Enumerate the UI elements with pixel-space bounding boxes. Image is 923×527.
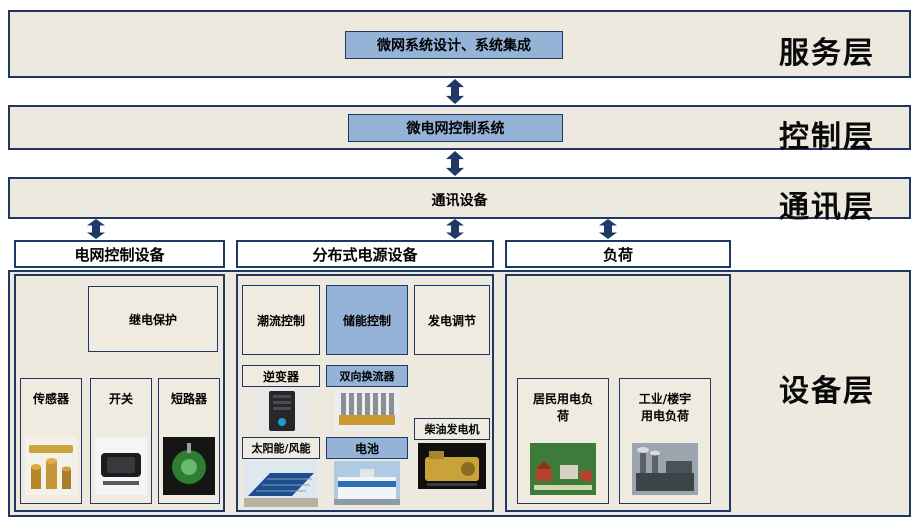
bidirectional-converter-label: 双向换流器 <box>326 365 408 387</box>
inverter-photo <box>255 389 309 433</box>
breaker-item: 短路器 <box>158 378 220 504</box>
load-column: 居民用电负荷 工业/楼宇用电负荷 <box>505 274 731 512</box>
distributed-power-column: 潮流控制 储能控制 发电调节 逆变器 双向换流器 <box>236 274 494 512</box>
solar-wind-label: 太阳能/风能 <box>242 437 320 459</box>
comm-layer-label: 通讯层 <box>779 190 875 225</box>
breaker-photo <box>163 437 215 495</box>
double-arrow-icon <box>87 219 105 239</box>
control-layer-label: 控制层 <box>779 120 875 155</box>
device-layer-label: 设备层 <box>779 374 875 409</box>
column-header-load: 负荷 <box>505 240 731 268</box>
double-arrow-icon <box>446 219 464 239</box>
switch-label: 开关 <box>108 392 133 406</box>
sensor-item: 传感器 <box>20 378 82 504</box>
service-layer-label: 服务层 <box>779 36 875 71</box>
column-header-grid-control: 电网控制设备 <box>14 240 225 268</box>
flow-control-box: 潮流控制 <box>242 285 320 355</box>
diesel-generator-photo <box>418 443 486 489</box>
residential-load-photo <box>530 443 596 495</box>
control-layer-box: 微电网控制系统 <box>348 114 563 142</box>
service-layer-band: 微网系统设计、系统集成 服务层 <box>8 10 911 78</box>
residential-load-label: 居民用电负荷 <box>532 392 593 423</box>
relay-protection-box: 继电保护 <box>88 286 218 352</box>
battery-photo <box>334 461 400 505</box>
grid-control-column: 继电保护 传感器 开关 <box>14 274 225 512</box>
solar-wind-photo <box>244 461 318 507</box>
industrial-load-item: 工业/楼宇用电负荷 <box>619 378 711 504</box>
industrial-load-photo <box>632 443 698 495</box>
sensor-photo <box>25 437 77 495</box>
device-layer-band: 设备层 继电保护 传感器 开关 <box>8 270 911 517</box>
double-arrow-icon <box>446 79 464 104</box>
industrial-load-label: 工业/楼宇用电负荷 <box>638 392 692 423</box>
double-arrow-icon <box>446 151 464 176</box>
battery-label: 电池 <box>326 437 408 459</box>
control-layer-band: 微电网控制系统 控制层 <box>8 105 911 155</box>
comm-layer-band: 通讯设备 通讯层 <box>8 177 911 225</box>
switch-item: 开关 <box>90 378 152 504</box>
residential-load-item: 居民用电负荷 <box>517 378 609 504</box>
column-header-distributed-power: 分布式电源设备 <box>236 240 494 268</box>
comm-device-text: 通讯设备 <box>431 193 488 209</box>
generation-regulation-box: 发电调节 <box>414 285 490 355</box>
diesel-generator-label: 柴油发电机 <box>414 418 490 440</box>
bidirectional-converter-photo <box>334 389 400 431</box>
sensor-label: 传感器 <box>32 392 69 406</box>
double-arrow-icon <box>599 219 617 239</box>
switch-photo <box>95 437 147 495</box>
service-layer-box: 微网系统设计、系统集成 <box>345 31 563 59</box>
storage-control-box: 储能控制 <box>326 285 408 355</box>
breaker-label: 短路器 <box>170 392 207 406</box>
inverter-label: 逆变器 <box>242 365 320 387</box>
